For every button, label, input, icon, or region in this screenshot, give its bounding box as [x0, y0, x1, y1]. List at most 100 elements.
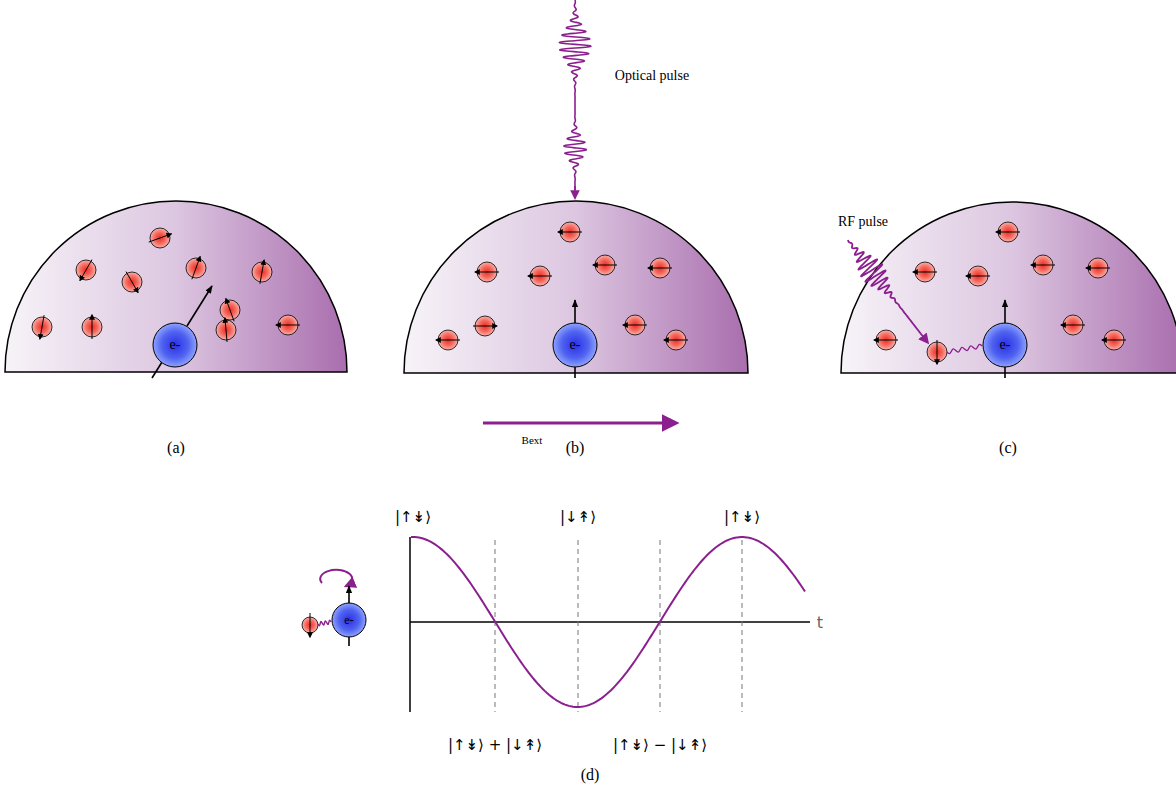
spin-arrow — [593, 265, 617, 266]
nuclear-spin — [927, 340, 947, 364]
spin-arrow — [528, 276, 552, 277]
spin-arrow — [80, 260, 92, 281]
spin-arrow — [226, 299, 234, 322]
state-label: |↑↡⟩ — [724, 508, 760, 526]
pulse-label: RF pulse — [838, 214, 888, 230]
spin-arrow — [648, 268, 672, 269]
spin-arrow — [225, 318, 227, 342]
nuclear-spin — [32, 315, 52, 339]
spin-arrow — [623, 325, 647, 326]
panel-label: (a) — [167, 439, 185, 457]
nuclear-spin — [1086, 258, 1110, 278]
field-arrow — [483, 423, 676, 424]
spin-arrow — [192, 257, 200, 280]
nuclear-spin — [1061, 315, 1085, 335]
spin-arrow — [937, 340, 938, 364]
electron-label: e- — [331, 602, 367, 638]
field-arrow — [483, 422, 676, 425]
panel-label: (c) — [999, 439, 1017, 457]
dashed-line — [578, 540, 579, 712]
electron-spin-arrow — [152, 362, 162, 378]
state-label: |↑↡⟩ + |↓↟⟩ — [448, 736, 542, 754]
field-label: Bext — [522, 434, 543, 446]
electron-circle — [153, 323, 197, 367]
nuclear-spin — [913, 262, 937, 282]
nuclear-spin — [648, 258, 672, 278]
optical-pulse — [559, 0, 591, 190]
rf-pulse — [848, 240, 928, 343]
electron-spin-arrow — [187, 286, 212, 326]
electron-label: e- — [152, 322, 198, 368]
dashed-line — [660, 540, 661, 712]
y-axis — [409, 537, 411, 712]
spin-arrow — [1061, 325, 1085, 326]
spin-arrow — [475, 272, 499, 273]
nuclear-spin — [593, 255, 617, 275]
coupling — [318, 620, 331, 626]
nucleus — [76, 260, 96, 280]
nuclear-spin — [528, 266, 552, 286]
spin-arrow — [913, 272, 937, 273]
panel-label: (b) — [566, 439, 585, 457]
electron-spin — [152, 286, 1005, 646]
spin-arrow — [996, 232, 1020, 233]
axis-label: t — [817, 613, 823, 632]
quantum-dot-dome — [5, 201, 1176, 373]
spin-arrow — [260, 260, 264, 284]
nuclear-spin — [122, 272, 142, 293]
spin-arrow — [966, 276, 990, 277]
nuclear-spin — [149, 228, 172, 248]
nuclear-spin — [76, 260, 96, 281]
spin-arrow — [149, 234, 172, 242]
coupling — [947, 344, 982, 353]
nuclear-spin — [475, 262, 499, 282]
electron: e- — [552, 322, 598, 368]
electron-circle — [332, 603, 366, 637]
spin-arrow — [126, 272, 138, 293]
spin-arrow — [1031, 265, 1055, 266]
electron: e- — [152, 322, 198, 368]
spin-arrow — [1102, 340, 1126, 341]
nuclear-spin — [252, 260, 272, 284]
nuclear-spin — [966, 266, 990, 286]
optical-pulse-head — [574, 186, 576, 198]
state-label: |↓↟⟩ — [560, 508, 596, 526]
rotation-arrow — [320, 570, 352, 586]
nuclear-spin — [1031, 255, 1055, 275]
dome-b — [404, 201, 748, 373]
nuclear-spin — [558, 222, 582, 242]
nucleus — [122, 272, 142, 292]
electron-label: e- — [982, 322, 1028, 368]
nuclear-spin — [874, 330, 898, 350]
nuclear-spins — [32, 222, 1126, 637]
oscillation-plot — [320, 537, 810, 712]
spin-arrow — [664, 340, 688, 341]
spin-arrow — [92, 315, 93, 339]
electron: e- — [982, 322, 1028, 368]
dome-c — [841, 202, 1176, 373]
nuclear-spin — [220, 299, 240, 322]
nuclear-spin — [82, 315, 102, 339]
spin-arrow — [874, 340, 898, 341]
pulses — [318, 0, 982, 626]
electron-label: e- — [552, 322, 598, 368]
spin-arrow — [436, 340, 460, 341]
nuclear-spin — [216, 318, 236, 342]
spin-arrow — [310, 613, 311, 637]
sine-curve — [411, 537, 805, 707]
nuclear-spin — [664, 330, 688, 350]
nuclear-spin — [473, 316, 497, 336]
spin-arrow — [473, 326, 497, 327]
nuclear-spin — [302, 613, 318, 637]
electron: e- — [331, 602, 367, 638]
electron-circle — [983, 323, 1027, 367]
nuclear-spin — [186, 257, 206, 280]
spin-arrow — [558, 232, 582, 233]
state-label: |↑↡⟩ − |↓↟⟩ — [613, 736, 707, 754]
spin-arrow — [276, 325, 300, 326]
pulse-label: Optical pulse — [615, 68, 689, 84]
dashed-line — [742, 540, 743, 712]
spin-arrow — [1086, 268, 1110, 269]
spin-arrow — [40, 315, 44, 339]
